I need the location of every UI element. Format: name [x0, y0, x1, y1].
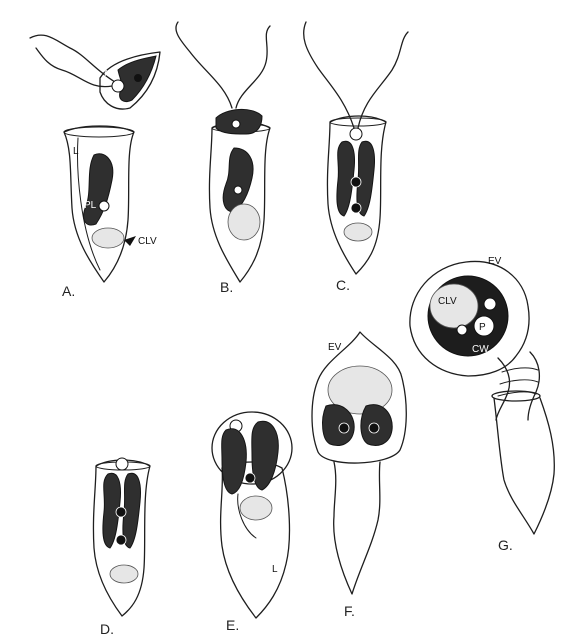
nucleus [484, 298, 496, 310]
panel-f: EV F. [312, 332, 406, 619]
label-l: L [73, 146, 79, 157]
nucleus [234, 186, 242, 194]
panel-b: B. [176, 22, 270, 295]
panel-g: CLV P CW EV G. [410, 256, 554, 553]
nucleus [339, 423, 349, 433]
chromatophore [252, 421, 279, 490]
panel-label: G. [498, 537, 513, 553]
apical-vesicle [350, 128, 362, 140]
panel-label: D. [100, 621, 114, 637]
nucleus [99, 201, 109, 211]
lorica [494, 398, 554, 534]
lorica-neck [528, 352, 539, 420]
contractile-vacuole [92, 228, 124, 248]
nucleolus [134, 74, 142, 82]
panel-label: A. [62, 283, 75, 299]
panel-e: L E. [212, 412, 292, 633]
flagellum [176, 22, 232, 108]
neck-ring [500, 380, 538, 384]
lorica-stalk [334, 462, 380, 594]
contractile-vacuole [240, 496, 272, 520]
nucleus [351, 177, 361, 187]
panel-c: C. [304, 22, 408, 293]
nucleus [116, 507, 126, 517]
panel-label: C. [336, 277, 350, 293]
nucleus [232, 120, 240, 128]
label-pl: PL [84, 200, 97, 211]
label-nu: Nu [104, 68, 117, 79]
chromatophore [84, 154, 113, 225]
lorica-neck [496, 358, 510, 420]
contractile-vacuole [228, 204, 260, 240]
nucleus [112, 80, 124, 92]
nucleus [369, 423, 379, 433]
label-l: L [272, 564, 278, 575]
panel-label: B. [220, 279, 233, 295]
lorica-rim [64, 127, 134, 137]
flagellum [304, 22, 354, 128]
contractile-vacuole [110, 565, 138, 583]
flagellum [236, 26, 270, 108]
panel-a: Nu PL L CLV A. [30, 35, 160, 299]
panel-d: D. [93, 458, 150, 637]
nucleus [457, 325, 467, 335]
nucleus [245, 473, 255, 483]
lorica-rim [330, 118, 386, 126]
chromatophore [223, 148, 253, 212]
panel-label: F. [344, 603, 355, 619]
label-clv: CLV [138, 236, 157, 247]
apical-vesicle [116, 458, 128, 470]
label-ev: EV [488, 256, 502, 267]
nucleus [351, 203, 361, 213]
label-ev: EV [328, 342, 342, 353]
chromatophore [222, 429, 247, 494]
label-p: P [479, 322, 486, 333]
label-clv: CLV [438, 296, 457, 307]
flagellum [358, 32, 408, 128]
contractile-vacuole [344, 223, 372, 241]
panel-label: E. [226, 617, 239, 633]
nucleus [116, 535, 126, 545]
label-cw: CW [472, 344, 489, 355]
